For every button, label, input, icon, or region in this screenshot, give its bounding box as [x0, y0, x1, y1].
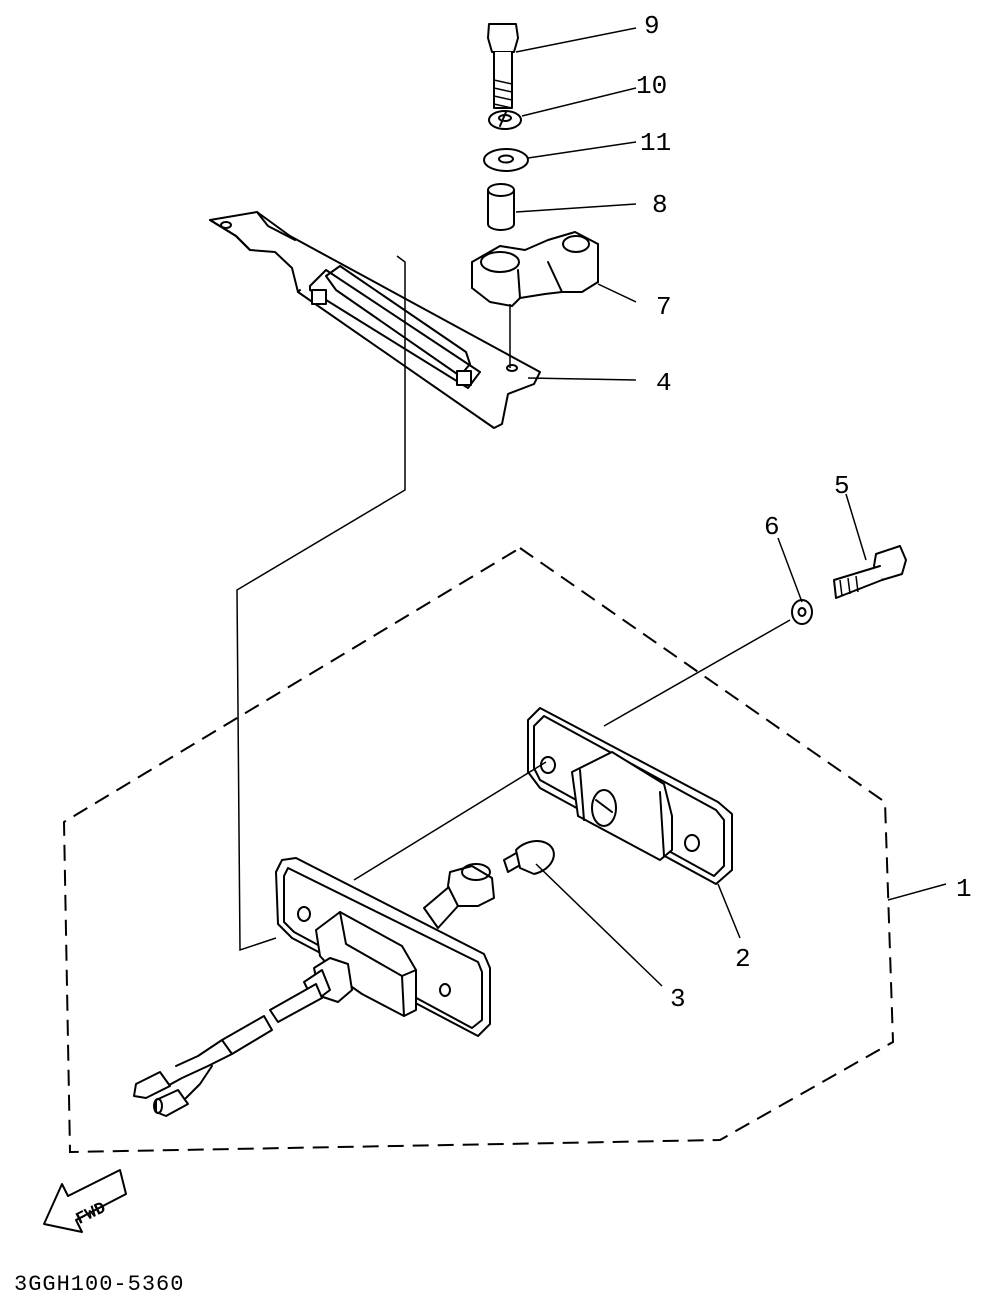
part-9-bolt[interactable] [487, 23, 519, 109]
assembly-boundary [62, 546, 895, 1154]
callout-3: 3 [670, 984, 686, 1014]
part-8-collar[interactable] [487, 183, 515, 231]
taillight-housing[interactable] [275, 857, 495, 1037]
part-6-washer[interactable] [791, 599, 813, 625]
callout-1: 1 [956, 874, 972, 904]
part-5-screw[interactable] [833, 545, 907, 599]
assembly-lines [236, 255, 791, 952]
callout-6: 6 [764, 512, 780, 542]
part-3-bulb[interactable] [503, 840, 555, 875]
fwd-direction-arrow: FWD [43, 1169, 127, 1233]
part-2-lens[interactable] [527, 707, 733, 885]
callout-5: 5 [834, 471, 850, 501]
part-10-spring-washer[interactable] [488, 110, 522, 130]
callout-8: 8 [652, 190, 668, 220]
part-7-bracket[interactable] [471, 231, 599, 307]
diagram-code: 3GGH100-5360 [14, 1272, 184, 1297]
wiring-harness[interactable] [133, 983, 323, 1117]
callout-4: 4 [656, 368, 672, 398]
callout-7: 7 [656, 292, 672, 322]
callout-2: 2 [735, 944, 751, 974]
part-4-plate-bracket[interactable] [209, 211, 541, 429]
callout-9: 9 [644, 11, 660, 41]
part-11-washer[interactable] [483, 148, 529, 172]
callout-labels: 9 10 11 8 7 4 5 6 1 2 3 [636, 11, 972, 1014]
callout-10: 10 [636, 71, 667, 101]
leader-lines [515, 27, 947, 987]
callout-11: 11 [640, 128, 671, 158]
